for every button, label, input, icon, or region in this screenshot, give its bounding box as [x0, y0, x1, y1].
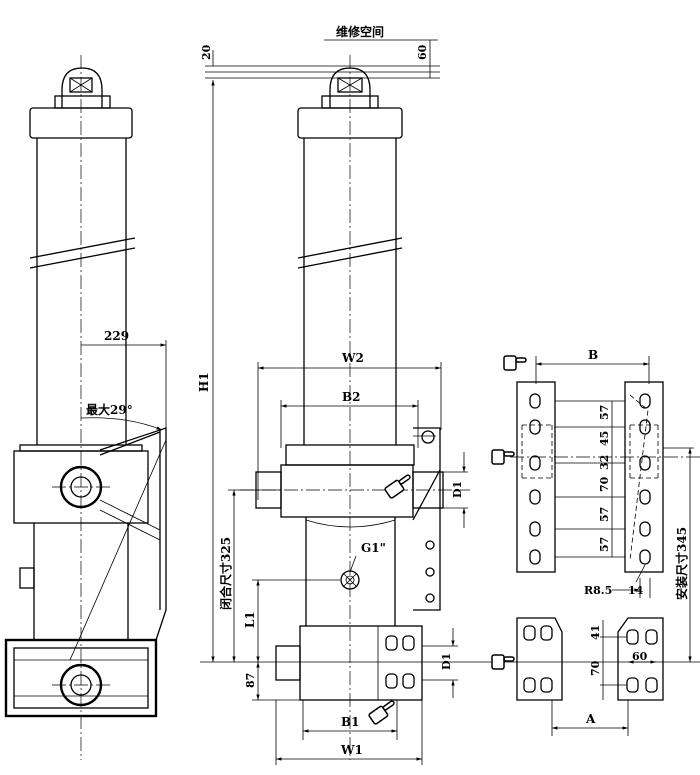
closed-size-label: 闭合尺寸325 — [218, 537, 233, 610]
dim-87-label: 87 — [244, 673, 257, 688]
dim-20-label: 20 — [200, 44, 213, 60]
dim-60-bottom-label: 60 — [632, 650, 648, 663]
dim-57a-label: 57 — [598, 405, 611, 420]
max-angle-label: 最大29° — [86, 402, 133, 417]
dim-b1-label: B1 — [341, 715, 360, 729]
dim-45-label: 45 — [598, 431, 611, 446]
dim-d1-upper-label: D1 — [451, 481, 464, 498]
dim-a-label: A — [585, 712, 596, 726]
dim-229-label: 229 — [104, 329, 129, 343]
pointing-hand-icon — [503, 355, 527, 371]
dim-h1-label: H1 — [197, 372, 211, 392]
pointing-hand-icon — [491, 654, 515, 670]
dim-60-top-label: 60 — [416, 44, 429, 60]
dim-70b-label: 70 — [589, 660, 602, 676]
dim-w2-label: W2 — [341, 351, 364, 365]
install-size-label: 安装尺寸345 — [674, 527, 689, 600]
dim-l1-label: L1 — [243, 611, 257, 628]
pointing-hand-icon — [491, 449, 515, 465]
dim-57b-label: 57 — [598, 507, 611, 522]
front-view: 维修空间 20 60 H1 W2 B2 — [197, 24, 700, 765]
dim-57c-label: 57 — [598, 537, 611, 552]
pointing-hand-icon — [384, 474, 411, 499]
maintenance-space-label: 维修空间 — [336, 24, 384, 39]
dim-b2-label: B2 — [342, 390, 361, 404]
dim-d1-lower-label: D1 — [440, 653, 453, 670]
dim-w1-label: W1 — [340, 743, 363, 757]
dim-14-label: 14 — [628, 584, 644, 597]
dim-b-label: B — [588, 348, 598, 362]
port-g1-label: G1" — [361, 541, 386, 555]
side-view: 229 最大29° — [4, 55, 167, 760]
pointing-hand-icon — [368, 700, 395, 725]
mounting-detail: B 57 45 3 — [491, 348, 700, 736]
dim-70a-label: 70 — [598, 476, 611, 492]
dim-41-label: 41 — [589, 625, 602, 640]
dim-r85-label: R8.5 — [584, 584, 612, 597]
dim-32-label: 32 — [598, 455, 611, 470]
